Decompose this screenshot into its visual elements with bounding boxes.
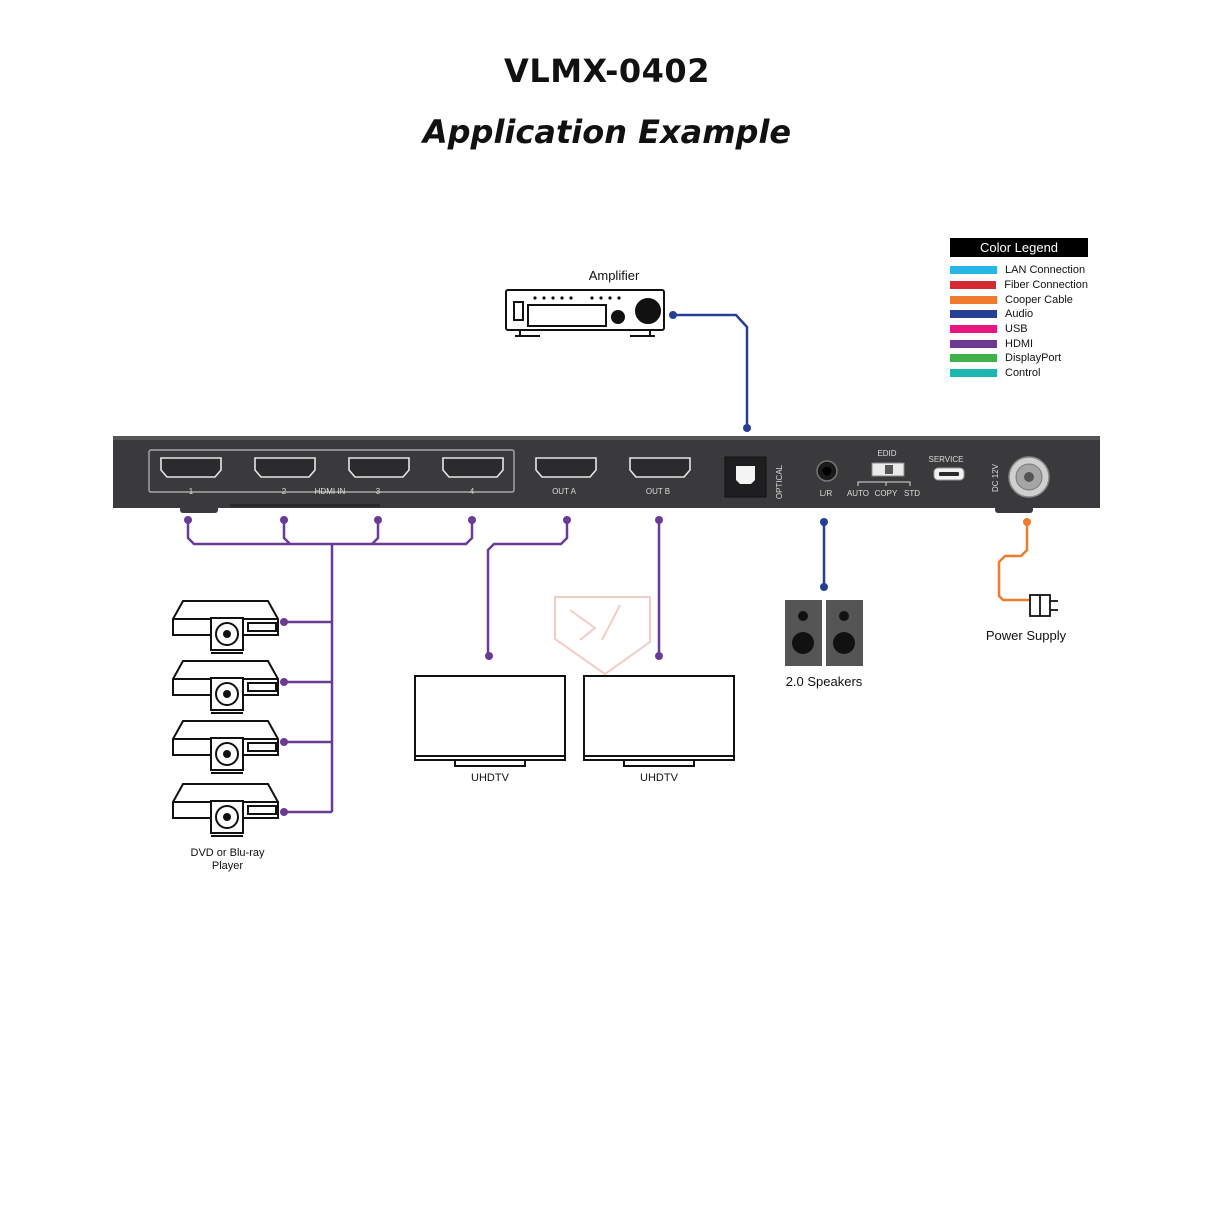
legend-label: USB — [1005, 323, 1028, 336]
legend-swatch — [950, 354, 997, 363]
legend-label: DisplayPort — [1005, 352, 1062, 365]
player-label: DVD or Blu-ray Player — [170, 847, 285, 873]
legend-item: HDMI — [950, 336, 1088, 351]
port-label-out-b: OUT B — [646, 487, 670, 496]
port-label-copy: COPY — [875, 489, 898, 498]
port-label-auto: AUTO — [847, 489, 869, 498]
legend-swatch — [950, 325, 997, 334]
port-label-hdmi-in: HDMI IN — [315, 487, 346, 496]
port-label-lr: L/R — [820, 489, 833, 498]
player-icons — [172, 600, 279, 837]
legend-item: DisplayPort — [950, 351, 1088, 366]
optical-port — [724, 456, 767, 498]
port-label-dc: DC 12V — [991, 463, 1000, 492]
port-label-in4: 4 — [470, 487, 475, 496]
legend-label: HDMI — [1005, 337, 1034, 350]
hdmi-ports — [160, 457, 691, 478]
speakers-label: 2.0 Speakers — [785, 674, 863, 689]
dc-power-port — [1008, 456, 1050, 498]
uhdtv-b-icon — [583, 675, 735, 767]
legend-item: Cooper Cable — [950, 292, 1088, 307]
player-4-icon — [172, 783, 279, 837]
diagram-title: VLMX-0402 — [504, 52, 710, 90]
edid-switch — [857, 462, 911, 486]
port-label-optical: OPTICAL — [775, 464, 784, 499]
legend-item: USB — [950, 322, 1088, 337]
legend-swatch — [950, 310, 997, 319]
uhdtv-a-label: UHDTV — [471, 772, 509, 784]
legend-label: Control — [1005, 367, 1041, 380]
uhdtv-a-icon — [414, 675, 566, 767]
legend-label: Audio — [1005, 308, 1034, 321]
audio-cable-amplifier — [673, 313, 749, 428]
amplifier-icon — [505, 289, 665, 337]
port-label-in2: 2 — [282, 487, 287, 496]
port-label-std: STD — [904, 489, 920, 498]
legend-swatch — [950, 281, 997, 290]
hdmi-cables — [186, 520, 661, 814]
legend-swatch — [950, 369, 997, 378]
player-label-line1: DVD or Blu-ray — [190, 847, 265, 859]
legend-label: Fiber Connection — [1004, 279, 1088, 292]
legend-swatch — [950, 266, 997, 275]
port-label-out-a: OUT A — [552, 487, 577, 496]
uhdtv-b-label: UHDTV — [640, 772, 678, 784]
legend-item: LAN Connection — [950, 263, 1088, 278]
legend-label: LAN Connection — [1005, 264, 1086, 277]
port-label-in1: 1 — [189, 487, 194, 496]
player-1-icon — [172, 600, 279, 654]
legend-swatch — [950, 295, 997, 304]
port-label-edid: EDID — [877, 449, 896, 458]
power-supply-label: Power Supply — [985, 628, 1067, 643]
port-label-in3: 3 — [376, 487, 381, 496]
watermark-logo — [554, 596, 651, 676]
diagram-subtitle: Application Example — [422, 113, 792, 151]
legend-item: Control — [950, 366, 1088, 381]
port-label-service: SERVICE — [929, 455, 964, 464]
legend-label: Cooper Cable — [1005, 293, 1073, 306]
legend-item: Audio — [950, 307, 1088, 322]
player-3-icon — [172, 720, 279, 774]
power-adapter-icon — [1029, 594, 1058, 617]
speakers-icon — [785, 600, 863, 666]
amplifier-label: Amplifier — [588, 268, 640, 283]
power-cable — [997, 522, 1029, 602]
player-label-line2: Player — [211, 860, 244, 872]
legend-item: Fiber Connection — [950, 278, 1088, 293]
amplifier-leds — [533, 296, 621, 300]
legend-title: Color Legend — [950, 238, 1088, 257]
legend-swatch — [950, 339, 997, 348]
hdmi-cable-ends — [184, 516, 663, 816]
player-2-icon — [172, 660, 279, 714]
